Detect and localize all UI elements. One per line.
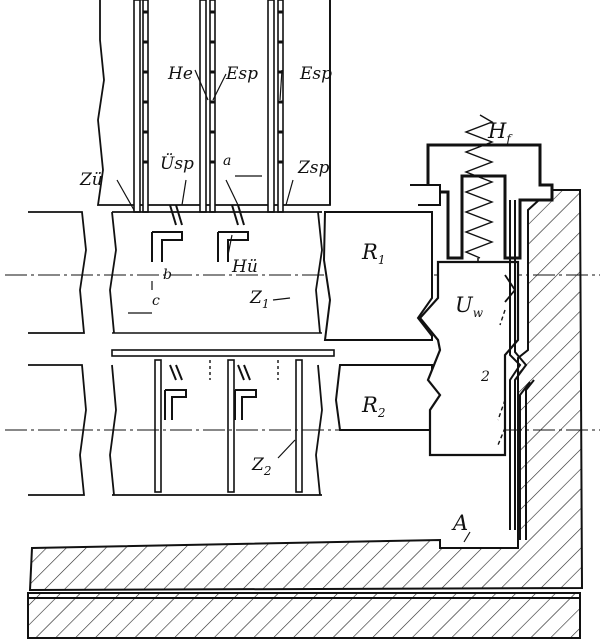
label-z1: Z1: [249, 288, 269, 311]
connector-rods: [509, 200, 535, 540]
label-zu: Zü: [79, 170, 103, 190]
label-esp-2: Esp: [299, 64, 332, 84]
frame-a: [28, 189, 584, 592]
spacer-ticks: [143, 10, 283, 164]
cell-region: [111, 211, 335, 496]
uw-block: [418, 260, 520, 457]
spacer-brackets: [151, 204, 257, 420]
label-a-frame: A: [451, 511, 468, 535]
label-a: a: [223, 153, 231, 169]
electrode-plates-lower: [154, 359, 303, 493]
label-uw: Uw: [455, 293, 484, 320]
left-blocks: [28, 211, 117, 496]
label-b: b: [163, 267, 172, 283]
label-esp-1: Esp: [225, 64, 258, 84]
label-zsp: Zsp: [297, 158, 330, 178]
leader-lines: [116, 69, 471, 543]
label-c: c: [152, 293, 160, 309]
label-r1: R1: [361, 240, 385, 267]
label-hu: Hü: [231, 257, 258, 277]
label-r2: R2: [361, 393, 385, 420]
label-z2: Z2: [251, 455, 271, 478]
spring-housing: [410, 114, 554, 270]
base-plate: [27, 592, 581, 639]
label-hf: Hf: [487, 119, 513, 146]
label-2: 2: [480, 369, 490, 385]
labels: He Esp Esp Hf Zü Üsp a Zsp b Hü c R1 Uw …: [79, 64, 513, 535]
label-usp: Üsp: [160, 153, 194, 174]
label-he: He: [167, 64, 193, 84]
r-blocks: [322, 211, 448, 431]
